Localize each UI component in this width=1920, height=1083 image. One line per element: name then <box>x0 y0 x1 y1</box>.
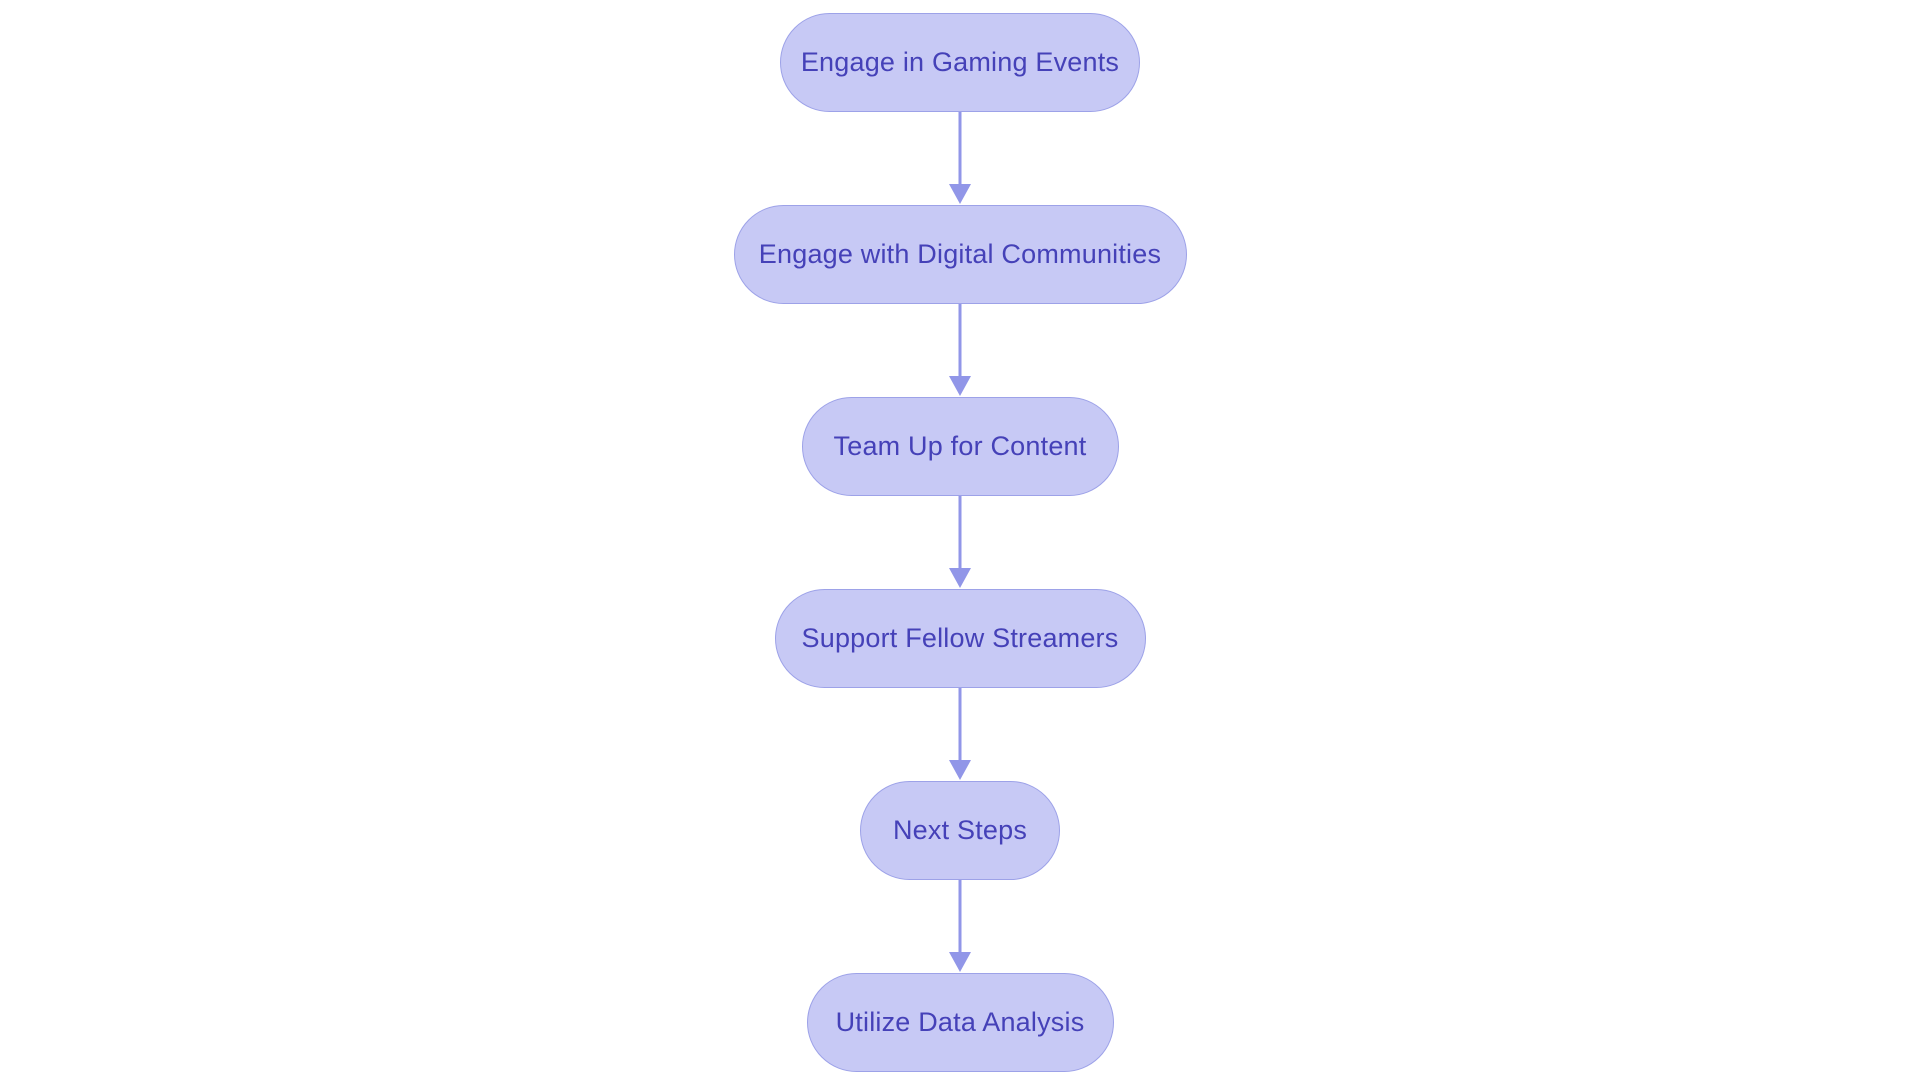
flow-node-team-up-for-content: Team Up for Content <box>801 397 1119 496</box>
flow-node-label: Engage with Digital Communities <box>758 239 1162 269</box>
arrow-down-icon <box>947 688 973 781</box>
arrow-down-icon <box>947 496 973 589</box>
flow-node-engage-gaming-events: Engage in Gaming Events <box>780 13 1140 112</box>
arrow-down-icon <box>947 112 973 205</box>
flow-node-label: Team Up for Content <box>833 431 1087 461</box>
flow-node-support-fellow-streamers: Support Fellow Streamers <box>774 589 1146 688</box>
flow-node-utilize-data-analysis: Utilize Data Analysis <box>806 973 1114 1072</box>
arrow-down-icon <box>947 880 973 973</box>
flow-node-label: Engage in Gaming Events <box>800 47 1120 77</box>
flow-node-label: Next Steps <box>892 815 1028 845</box>
flow-node-label: Utilize Data Analysis <box>835 1007 1085 1037</box>
flow-node-next-steps: Next Steps <box>860 781 1060 880</box>
flow-node-label: Support Fellow Streamers <box>801 623 1119 653</box>
arrow-down-icon <box>947 304 973 397</box>
flow-node-engage-digital-communities: Engage with Digital Communities <box>733 205 1187 304</box>
